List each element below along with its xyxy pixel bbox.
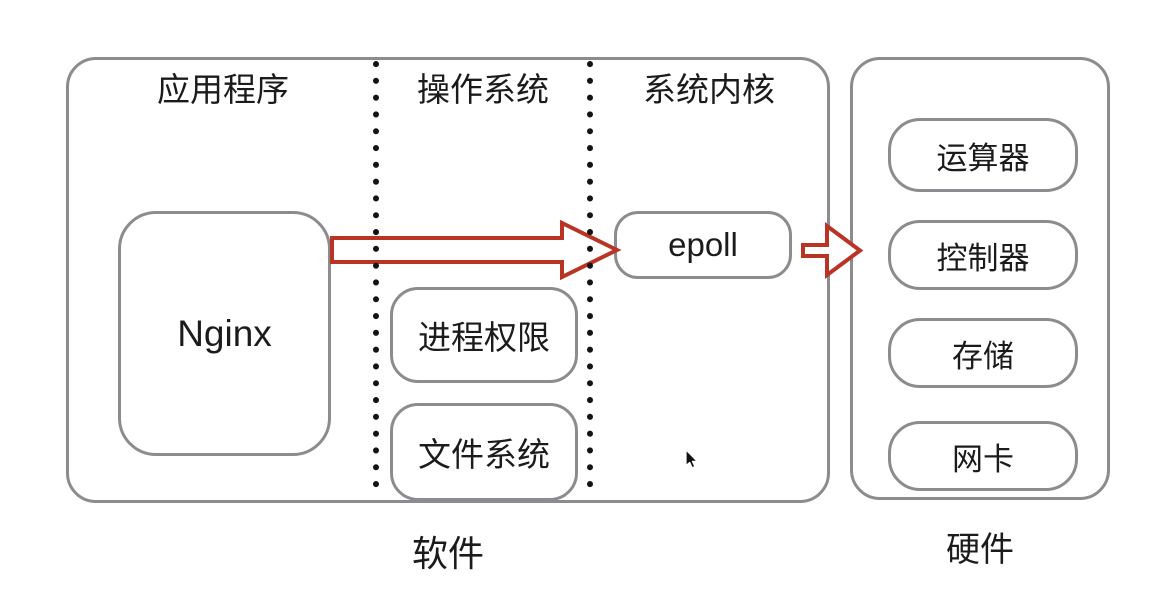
column-header-operating-system: 操作系统 <box>417 71 549 108</box>
nginx-node-label: Nginx <box>177 312 272 354</box>
controller-node-label: 控制器 <box>936 240 1030 276</box>
network-card-node: 网卡 <box>888 421 1078 491</box>
process-permission-node: 进程权限 <box>390 287 578 383</box>
epoll-node-label: epoll <box>668 226 738 263</box>
alu-node-label: 运算器 <box>936 140 1030 176</box>
file-system-node: 文件系统 <box>390 403 578 501</box>
software-container-box <box>66 57 830 503</box>
column-header-system-kernel: 系统内核 <box>643 71 775 108</box>
storage-node-label: 存储 <box>952 338 1014 374</box>
file-system-label: 文件系统 <box>418 436 550 473</box>
alu-node: 运算器 <box>888 118 1078 192</box>
epoll-node: epoll <box>614 211 792 279</box>
process-permission-label: 进程权限 <box>418 319 550 356</box>
network-card-node-label: 网卡 <box>952 441 1014 477</box>
column-header-application: 应用程序 <box>157 71 289 108</box>
software-caption: 软件 <box>411 533 484 574</box>
hardware-caption: 硬件 <box>946 531 1014 569</box>
nginx-node: Nginx <box>118 211 331 456</box>
controller-node: 控制器 <box>888 220 1078 290</box>
storage-node: 存储 <box>888 318 1078 388</box>
